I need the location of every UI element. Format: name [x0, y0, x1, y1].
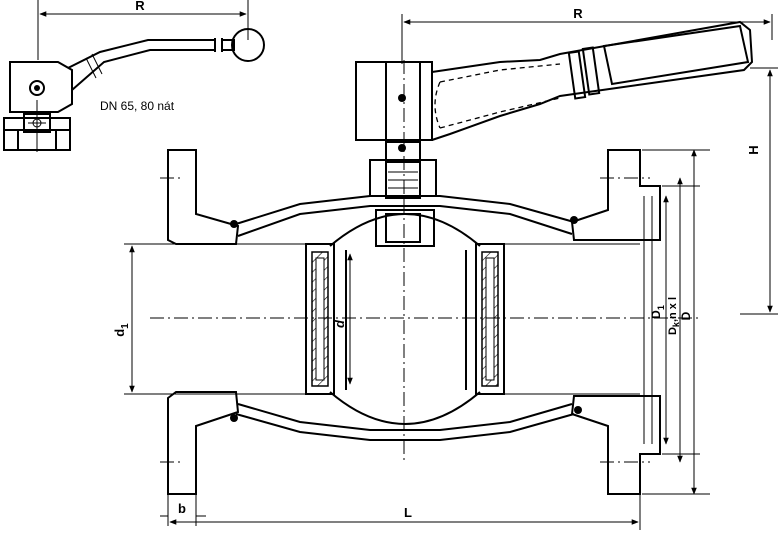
left-seat	[305, 243, 335, 395]
right-seat	[475, 243, 505, 395]
h-dimension: H	[740, 67, 778, 315]
inset-r-label: R	[135, 0, 145, 13]
d-dimension: d	[332, 253, 353, 385]
inset-note-label: DN 65, 80 nát	[100, 99, 175, 113]
l-label: L	[404, 505, 412, 520]
main-r-label: R	[573, 6, 583, 21]
b-label: b	[178, 501, 186, 516]
d-label: d	[332, 319, 347, 328]
lever-handle	[355, 20, 754, 200]
dk-label: Dk,n x l	[667, 297, 681, 335]
valve-body	[150, 149, 700, 495]
grip-ribs	[567, 46, 601, 100]
d1-upper-label: D1	[649, 305, 666, 319]
d1-label: d1	[112, 323, 131, 337]
d-outer-label: D	[679, 311, 693, 320]
main-r-dimension: R	[401, 6, 773, 64]
inset-view: R DN 65, 80 nát	[3, 0, 265, 152]
right-diameter-dimensions: D1 Dk,n x l D	[642, 149, 710, 495]
l-dimension: L	[169, 494, 641, 530]
h-label: H	[746, 145, 761, 154]
b-dimension: b	[160, 494, 206, 526]
d1-dimension: d1	[112, 243, 178, 395]
